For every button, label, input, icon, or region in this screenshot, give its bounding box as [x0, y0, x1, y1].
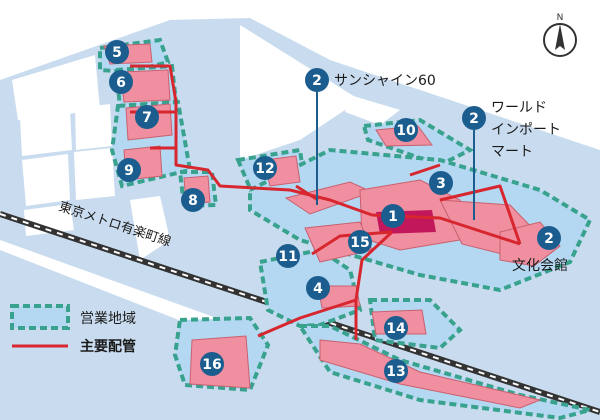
- label-world-import-mart-2: インポート: [491, 122, 561, 138]
- badge-4: 4: [306, 276, 330, 300]
- svg-text:7: 7: [142, 110, 152, 126]
- badge-6: 6: [109, 70, 133, 94]
- svg-text:2: 2: [312, 73, 322, 89]
- label-world-import-mart-3: マート: [491, 144, 533, 160]
- callout-lines: [316, 92, 475, 220]
- badge-8: 8: [181, 188, 205, 212]
- legend-main-pipe: 主要配管: [80, 338, 136, 355]
- badges: 5 6 7 9 8 12 2 2 10 3 1 11 15 4 14 13 16…: [105, 40, 561, 383]
- badge-15: 15: [348, 230, 372, 254]
- svg-text:5: 5: [112, 45, 122, 61]
- svg-text:2: 2: [544, 231, 554, 247]
- svg-text:9: 9: [124, 163, 134, 179]
- badge-9: 9: [117, 158, 141, 182]
- svg-text:6: 6: [116, 75, 126, 91]
- svg-text:14: 14: [386, 321, 406, 337]
- badge-11: 11: [276, 244, 300, 268]
- svg-text:11: 11: [278, 249, 297, 265]
- label-bunka-kaikan: 文化会館: [512, 257, 568, 274]
- label-world-import-mart-1: ワールド: [491, 100, 547, 116]
- svg-text:13: 13: [386, 364, 405, 380]
- north-arrow: N: [543, 13, 577, 57]
- badge-16: 16: [200, 352, 224, 376]
- svg-text:3: 3: [436, 176, 446, 192]
- badge-14: 14: [384, 316, 408, 340]
- legend-service-area: 営業地域: [80, 311, 136, 327]
- svg-text:10: 10: [396, 123, 416, 139]
- label-sunshine60: サンシャイン60: [334, 73, 436, 89]
- svg-text:2: 2: [469, 111, 479, 127]
- badge-1: 1: [381, 204, 405, 228]
- badge-13: 13: [384, 359, 408, 383]
- svg-text:1: 1: [388, 209, 398, 225]
- badge-3: 3: [429, 171, 453, 195]
- building-13: [319, 339, 542, 409]
- svg-text:4: 4: [313, 281, 323, 297]
- badge-12: 12: [253, 156, 277, 180]
- svg-text:8: 8: [188, 193, 198, 209]
- badge-7: 7: [135, 105, 159, 129]
- svg-text:12: 12: [255, 161, 274, 177]
- legend-area-swatch: [10, 304, 70, 330]
- legend: 営業地域 主要配管: [10, 304, 136, 355]
- badge-10: 10: [394, 118, 418, 142]
- svg-text:15: 15: [350, 235, 369, 251]
- badge-2-bunka: 2: [537, 226, 561, 250]
- badge-2-mart: 2: [462, 106, 486, 130]
- svg-text:16: 16: [202, 357, 221, 373]
- badge-2-sunshine: 2: [305, 68, 329, 92]
- badge-5: 5: [105, 40, 129, 64]
- north-label: N: [557, 13, 564, 23]
